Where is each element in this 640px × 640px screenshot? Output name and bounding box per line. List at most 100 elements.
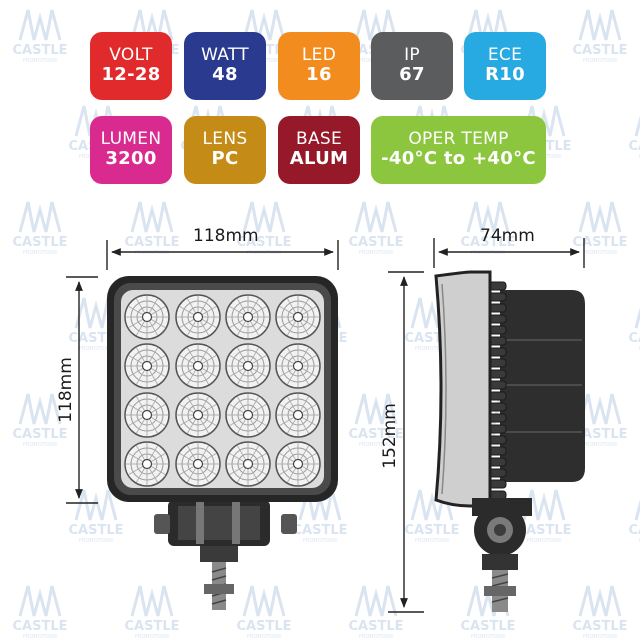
svg-text:CASTLE: CASTLE [629,139,640,154]
spec-label: VOLT [109,44,153,65]
svg-text:CASTLE: CASTLE [573,43,628,58]
svg-text:CASTLE: CASTLE [69,523,124,538]
svg-text:CASTLE: CASTLE [629,523,640,538]
svg-text:CASTLE: CASTLE [13,427,68,442]
spec-label: IP [404,44,420,65]
svg-text:CASTLE: CASTLE [461,235,516,250]
led-reflector [175,441,221,487]
spec-label: LED [301,44,337,65]
led-reflector [124,392,170,438]
svg-text:CASTLE: CASTLE [13,619,68,634]
svg-text:PROMOTIONS: PROMOTIONS [23,442,57,448]
side-view-lamp [434,270,585,612]
led-reflector [275,343,321,389]
spec-badge-led: LED 16 [278,32,360,100]
svg-text:PROMOTIONS: PROMOTIONS [359,442,393,448]
svg-text:PROMOTIONS: PROMOTIONS [303,538,337,544]
led-reflector [124,441,170,487]
spec-badge-watt: WATT 48 [184,32,266,100]
svg-text:PROMOTIONS: PROMOTIONS [79,346,113,352]
svg-text:PROMOTIONS: PROMOTIONS [135,634,169,640]
led-grid [124,294,321,487]
led-reflector [225,441,271,487]
svg-text:PROMOTIONS: PROMOTIONS [583,442,617,448]
svg-text:CASTLE: CASTLE [517,523,572,538]
spec-label: ECE [487,44,523,65]
svg-text:PROMOTIONS: PROMOTIONS [639,538,640,544]
svg-text:PROMOTIONS: PROMOTIONS [23,250,57,256]
front-width-dimension [106,240,339,270]
svg-text:PROMOTIONS: PROMOTIONS [527,538,561,544]
front-height-label: 118mm [56,357,76,423]
svg-text:PROMOTIONS: PROMOTIONS [471,634,505,640]
svg-text:PROMOTIONS: PROMOTIONS [359,634,393,640]
svg-text:CASTLE: CASTLE [629,331,640,346]
svg-text:CASTLE: CASTLE [573,235,628,250]
spec-value: 16 [306,64,332,86]
spec-label: LENS [202,128,248,149]
svg-text:PROMOTIONS: PROMOTIONS [247,634,281,640]
svg-text:CASTLE: CASTLE [125,235,180,250]
svg-text:CASTLE: CASTLE [237,619,292,634]
led-reflector [175,343,221,389]
svg-text:PROMOTIONS: PROMOTIONS [23,58,57,64]
spec-value: 3200 [105,148,157,170]
svg-text:CASTLE: CASTLE [573,427,628,442]
side-depth-dimension [433,238,585,268]
front-mount-bracket [154,500,297,610]
spec-badge-oper-temp: OPER TEMP -40°C to +40°C [371,116,546,184]
svg-text:PROMOTIONS: PROMOTIONS [639,154,640,160]
svg-text:PROMOTIONS: PROMOTIONS [583,634,617,640]
led-reflector [275,392,321,438]
spec-badge-volt: VOLT 12-28 [90,32,172,100]
spec-value: ALUM [289,148,349,170]
spec-badge-ip: IP 67 [371,32,453,100]
led-reflector [225,392,271,438]
side-height-label: 152mm [380,403,400,469]
front-view-lamp [107,276,338,610]
spec-value: 12-28 [101,64,161,86]
spec-value: R10 [485,64,525,86]
svg-text:CASTLE: CASTLE [349,619,404,634]
spec-value: 67 [399,64,425,86]
svg-text:CASTLE: CASTLE [13,43,68,58]
spec-label: WATT [201,44,249,65]
spec-value: 48 [212,64,238,86]
svg-text:CASTLE: CASTLE [125,619,180,634]
svg-text:CASTLE: CASTLE [405,523,460,538]
led-reflector [175,294,221,340]
spec-badge-base: BASE ALUM [278,116,360,184]
front-width-label: 118mm [193,226,259,246]
spec-badge-lumen: LUMEN 3200 [90,116,172,184]
svg-text:PROMOTIONS: PROMOTIONS [583,58,617,64]
spec-label: LUMEN [100,128,162,149]
side-depth-label: 74mm [480,226,535,246]
spec-label: OPER TEMP [408,128,509,149]
led-reflector [124,294,170,340]
svg-text:CASTLE: CASTLE [13,235,68,250]
svg-text:PROMOTIONS: PROMOTIONS [79,538,113,544]
led-reflector [275,441,321,487]
front-height-dimension [66,276,98,504]
side-height-dimension [388,271,424,613]
led-reflector [124,343,170,389]
spec-badge-ece: ECE R10 [464,32,546,100]
svg-text:PROMOTIONS: PROMOTIONS [583,250,617,256]
svg-text:PROMOTIONS: PROMOTIONS [23,634,57,640]
spec-label: BASE [295,128,343,149]
spec-value: PC [211,148,239,170]
led-reflector [175,392,221,438]
